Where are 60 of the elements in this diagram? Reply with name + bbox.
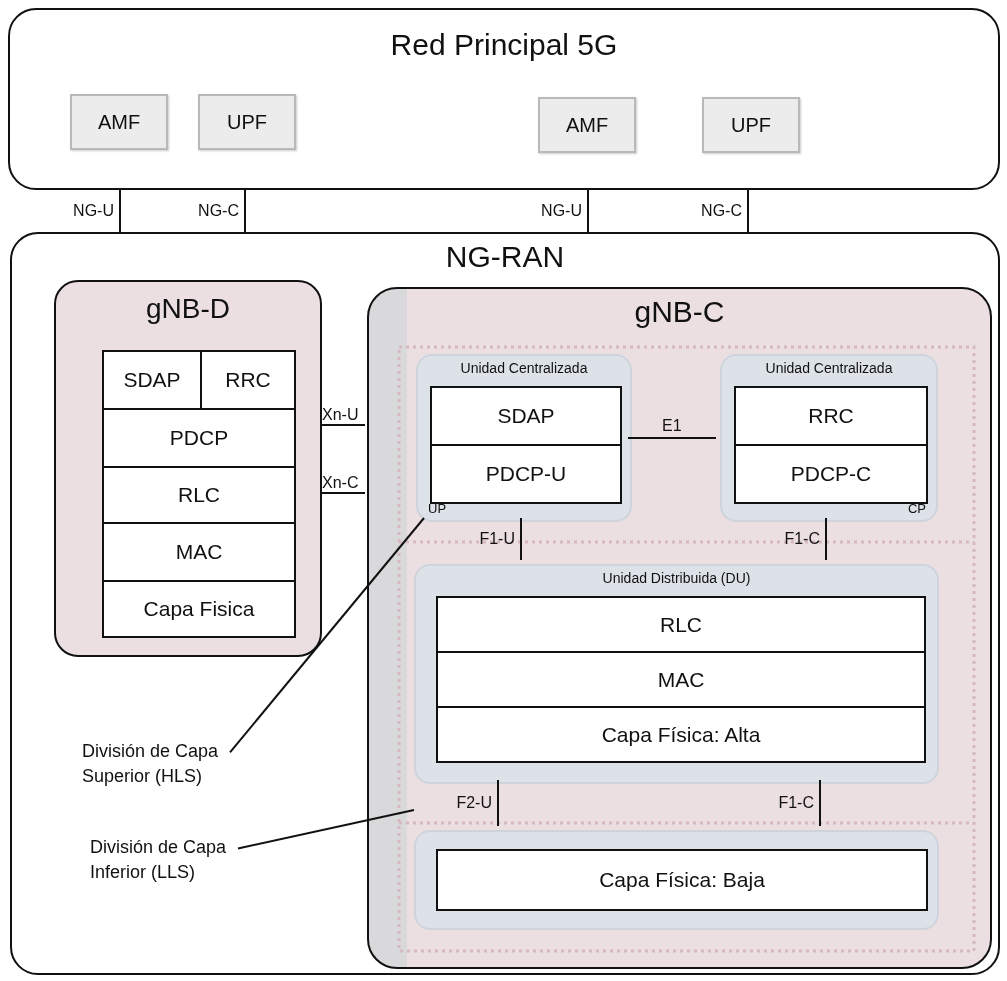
- layer-box: Capa Fisica: [102, 580, 296, 638]
- connector-line: [319, 424, 366, 426]
- annotation-text: División de Capa Superior (HLS): [82, 732, 232, 796]
- leader-line: [229, 517, 425, 754]
- layer-box: SDAP: [102, 350, 202, 410]
- unit-panel: [414, 564, 939, 784]
- panel-title: Unidad Distribuida (DU): [602, 571, 751, 587]
- layer-box: SDAP: [430, 386, 622, 446]
- edge-label: Xn-U: [322, 407, 359, 423]
- connector-line: [497, 779, 499, 827]
- edge-label: NG-C: [198, 203, 239, 219]
- connector-line: [825, 517, 827, 561]
- function-box: UPF: [198, 94, 296, 150]
- connector-line: [819, 779, 821, 827]
- connector-line: [244, 189, 246, 233]
- layer-box: PDCP-C: [734, 444, 928, 504]
- connector-line: [587, 189, 589, 233]
- connector-line: [319, 492, 366, 494]
- plane-label: UP: [428, 501, 447, 516]
- function-box: AMF: [70, 94, 168, 150]
- connector-line: [627, 437, 717, 439]
- layer-box: PDCP-U: [430, 444, 622, 504]
- edge-label: NG-U: [541, 203, 582, 219]
- connector-line: [747, 189, 749, 233]
- panel-title: gNB-C: [634, 295, 725, 328]
- connector-line: [119, 189, 121, 233]
- edge-label: F1-C: [784, 531, 820, 547]
- panel-title: NG-RAN: [445, 240, 565, 273]
- leader-line: [237, 809, 415, 850]
- panel-title: Red Principal 5G: [390, 28, 618, 61]
- annotation-text: División de Capa Inferior (LLS): [90, 828, 240, 892]
- edge-label: F2-U: [456, 795, 492, 811]
- layer-box: RLC: [436, 596, 926, 653]
- function-box: UPF: [702, 97, 800, 153]
- gnb-panel: [54, 280, 322, 657]
- layer-box: Capa Física: Baja: [436, 849, 928, 911]
- panel-title: Unidad Centralizada: [765, 361, 893, 377]
- ran-panel: [10, 232, 1000, 975]
- edge-label: NG-C: [701, 203, 742, 219]
- panel-title: Unidad Centralizada: [460, 361, 588, 377]
- layer-box: RRC: [734, 386, 928, 446]
- layer-box: Capa Física: Alta: [436, 706, 926, 763]
- core-network-panel: [8, 8, 1000, 190]
- plane-label: CP: [907, 501, 926, 516]
- unit-panel: [720, 354, 938, 522]
- function-box: AMF: [538, 97, 636, 153]
- unit-panel: [414, 830, 939, 930]
- connector-line: [520, 517, 522, 561]
- edge-label: F1-U: [479, 531, 515, 547]
- edge-label: E1: [662, 418, 682, 434]
- edge-label: NG-U: [73, 203, 114, 219]
- layer-box: MAC: [436, 651, 926, 708]
- layer-box: RLC: [102, 466, 296, 524]
- edge-label: Xn-C: [322, 475, 359, 491]
- layer-box: MAC: [102, 522, 296, 582]
- layer-box: RRC: [200, 350, 296, 410]
- unit-panel: [416, 354, 632, 522]
- edge-label: F1-C: [778, 795, 814, 811]
- panel-title: gNB-D: [146, 294, 230, 325]
- layer-box: PDCP: [102, 408, 296, 468]
